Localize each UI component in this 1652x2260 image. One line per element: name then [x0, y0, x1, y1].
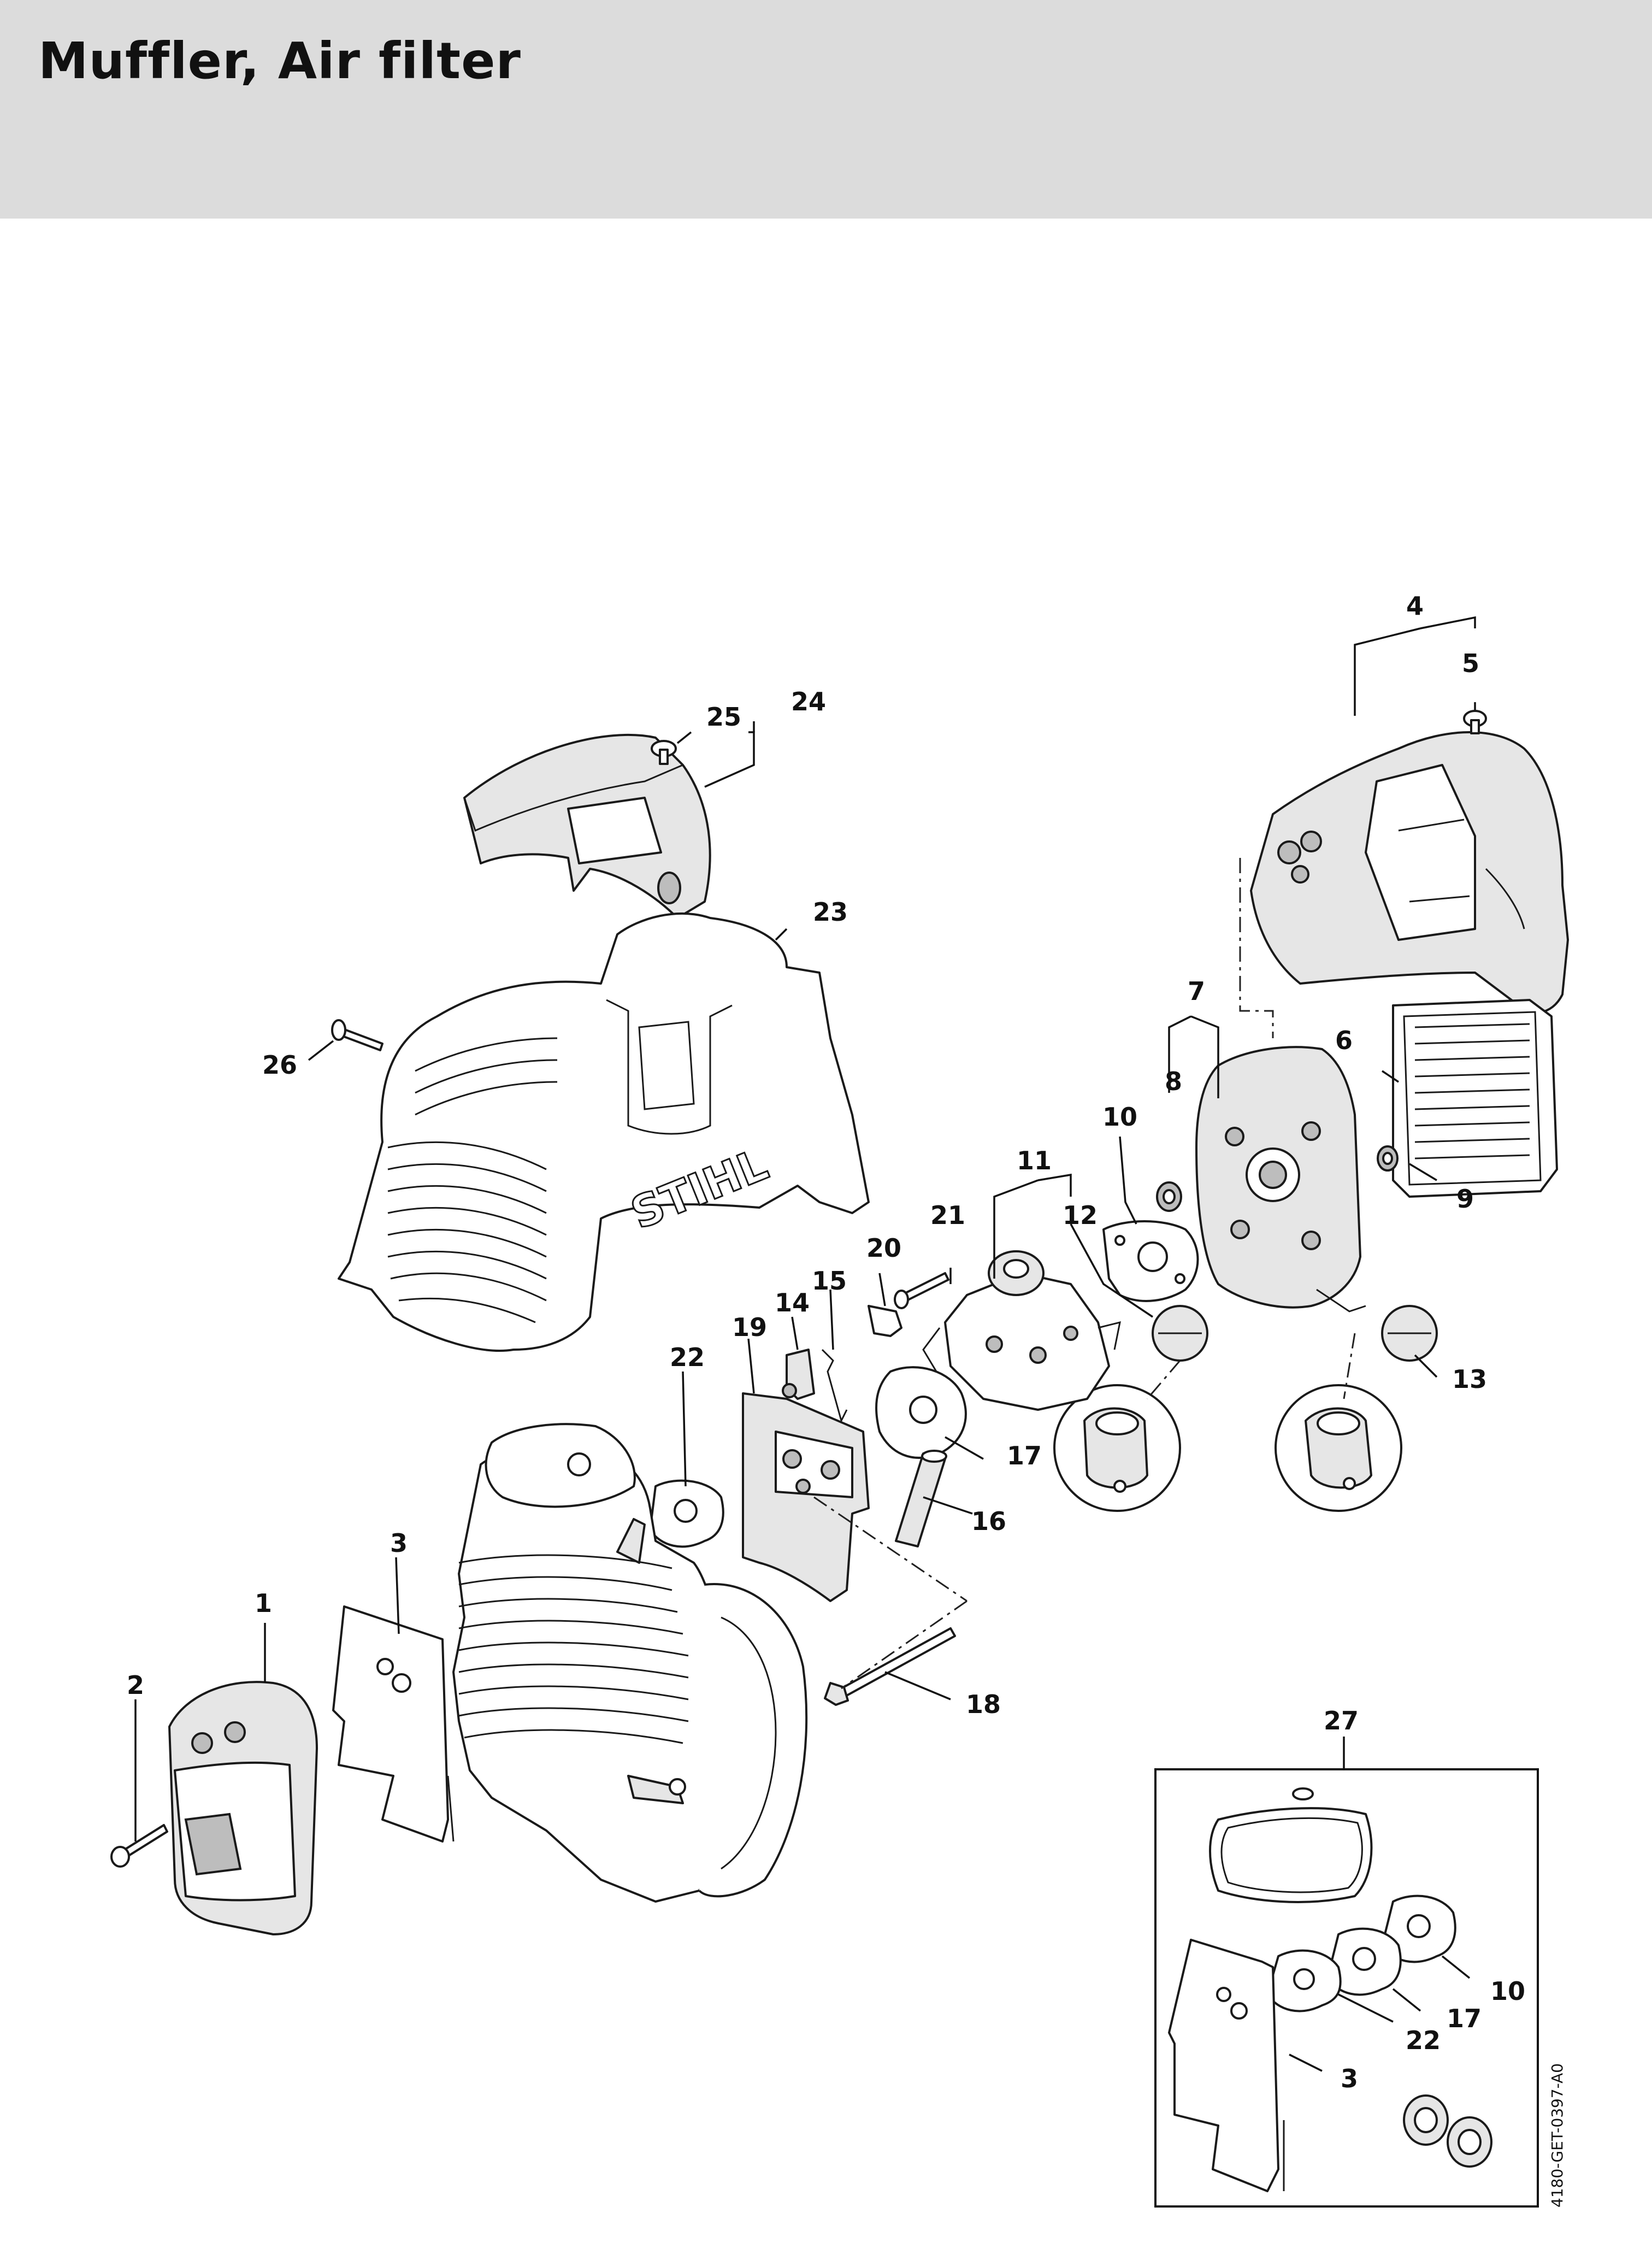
detail-circle-12	[1053, 1384, 1181, 1512]
shroud-grille	[387, 1037, 558, 1323]
assembly-centerlines	[813, 858, 1356, 1690]
part-10-gasket	[1102, 1220, 1199, 1302]
part-22-gasket	[649, 1479, 724, 1548]
callout-22: 22	[670, 1343, 705, 1372]
part-25-screw	[651, 740, 677, 765]
engine-cylinder-block	[452, 1423, 808, 1903]
callout-14: 14	[775, 1288, 810, 1317]
part-16-hose	[895, 1450, 947, 1547]
callout-23: 23	[813, 897, 848, 927]
detail-circle-13	[1275, 1384, 1402, 1512]
leader-lines	[134, 616, 1476, 1841]
kit-callout-17: 17	[1447, 2004, 1482, 2033]
kit-callout-3: 3	[1341, 2064, 1358, 2093]
part-2-screw	[110, 1824, 168, 1868]
part-21-screw	[894, 1272, 949, 1309]
part-20-clip	[868, 1305, 902, 1337]
part-6-air-filter	[1392, 999, 1558, 1198]
part-24-top-cover	[463, 734, 711, 919]
callout-26: 26	[262, 1050, 297, 1080]
callout-3: 3	[390, 1528, 408, 1558]
part-7-filter-base	[1195, 1046, 1366, 1313]
part-4-filter-cover	[1250, 731, 1569, 1014]
document-code: 4180-GET-0397-A0	[1548, 2063, 1566, 2208]
callout-20: 20	[866, 1233, 901, 1263]
part-1-muffler	[168, 1681, 318, 1935]
filter-pleats	[1414, 1023, 1530, 1160]
page-title: Muffler, Air filter	[38, 32, 521, 90]
callout-19: 19	[732, 1313, 767, 1342]
callout-12: 12	[1063, 1200, 1098, 1230]
part-19-intake-flange	[742, 1392, 870, 1602]
callout-10: 10	[1102, 1102, 1137, 1132]
kit-seal-rings	[1403, 2094, 1492, 2168]
part-17-gasket	[875, 1366, 967, 1459]
part-11-carburetor	[922, 1250, 1121, 1411]
part-3-heat-shield	[332, 1605, 455, 1843]
callout-6: 6	[1335, 1026, 1353, 1055]
kit-callout-10: 10	[1490, 1976, 1525, 2006]
callout-5: 5	[1462, 649, 1479, 678]
part-8-screw	[1156, 1181, 1182, 1212]
part-18-bolt	[824, 1627, 956, 1706]
part-14-lever	[782, 1349, 815, 1400]
kit-27-box	[1154, 1737, 1539, 2208]
callout-18: 18	[966, 1690, 1001, 1719]
callout-17: 17	[1007, 1441, 1042, 1470]
part-15-wire	[821, 1349, 848, 1423]
part-23-shroud: STIHL	[338, 912, 870, 1352]
part-12-choke-cap	[1152, 1305, 1208, 1362]
callout-27: 27	[1324, 1706, 1359, 1735]
part-26-screw	[331, 1019, 384, 1051]
part-9-nut	[1377, 1145, 1399, 1172]
callout-24: 24	[791, 687, 826, 716]
part-13-choke-cap	[1381, 1305, 1438, 1362]
kit-callout-22: 22	[1406, 2026, 1441, 2055]
callout-2: 2	[127, 1670, 144, 1700]
callout-11: 11	[1017, 1146, 1052, 1175]
cylinder-fins	[458, 1554, 689, 1744]
callout-15: 15	[812, 1266, 847, 1296]
callout-7: 7	[1188, 976, 1205, 1006]
callout-16: 16	[971, 1506, 1006, 1536]
callout-13: 13	[1452, 1364, 1487, 1394]
callout-9: 9	[1456, 1184, 1474, 1214]
header-band: Muffler, Air filter	[0, 0, 1652, 219]
part-5-screw	[1463, 710, 1487, 734]
part-number-callouts: 1 2 3 4 5 6 7 8 9 10 11 12 13 14 15 16 1…	[127, 591, 1525, 2093]
callout-21: 21	[930, 1200, 965, 1230]
callout-25: 25	[706, 702, 741, 732]
callout-8: 8	[1165, 1067, 1182, 1096]
callout-4: 4	[1406, 591, 1424, 621]
callout-1: 1	[255, 1588, 272, 1618]
